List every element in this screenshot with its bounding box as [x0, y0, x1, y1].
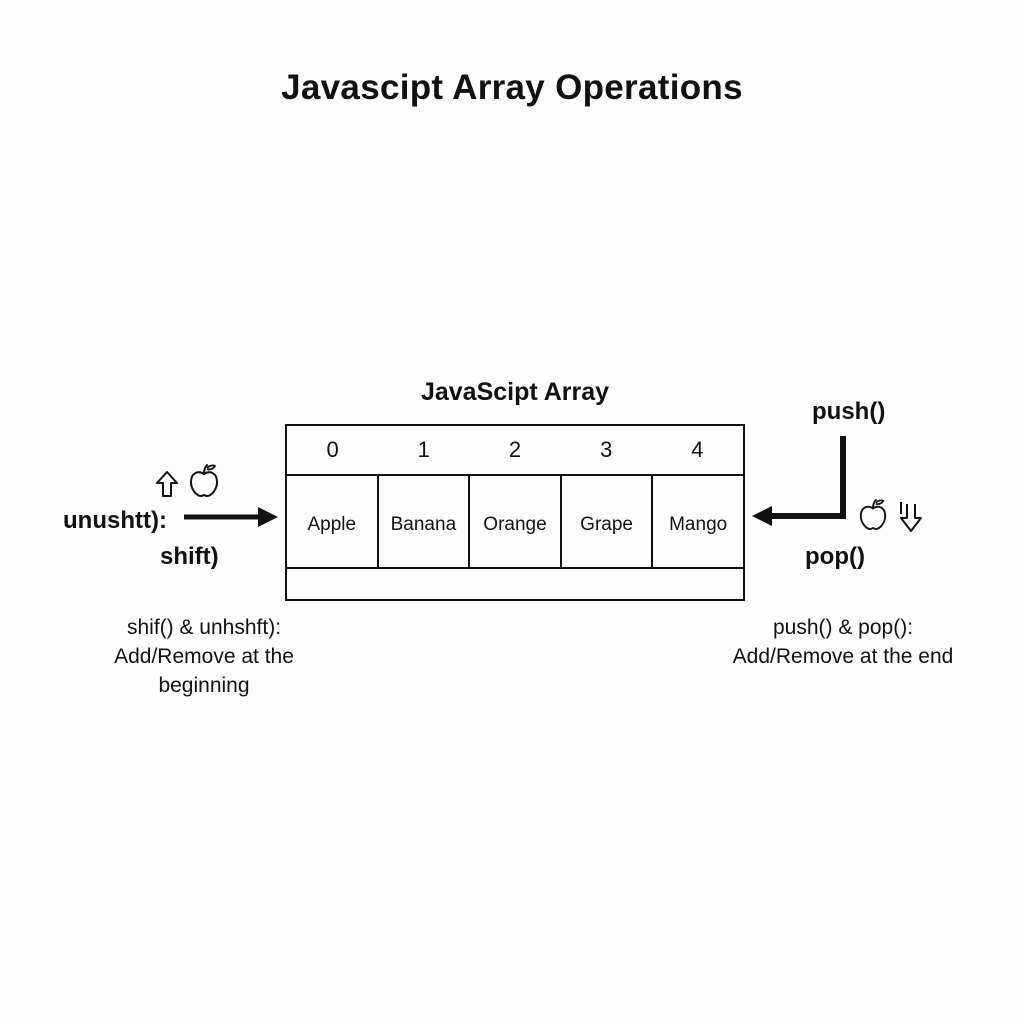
value-cell: Grape	[562, 476, 654, 567]
index-row: 0 1 2 3 4	[287, 426, 743, 476]
value-cell: Orange	[470, 476, 562, 567]
arrow-up-icon	[156, 471, 178, 497]
pop-label: pop()	[805, 543, 865, 570]
value-row: Apple Banana Orange Grape Mango	[287, 476, 743, 569]
index-cell: 4	[691, 437, 704, 462]
value-cell: Banana	[379, 476, 471, 567]
apple-icon	[189, 464, 219, 498]
left-caption: shif() & unhshft): Add/Remove at the beg…	[48, 613, 360, 700]
value-cell: Apple	[287, 476, 379, 567]
index-cell: 2	[508, 437, 522, 462]
page-title: Javascipt Array Operations	[281, 68, 743, 107]
index-cell: 3	[600, 437, 613, 462]
index-cell: 0	[326, 437, 339, 462]
right-caption-line: push() & pop():	[772, 616, 914, 639]
array-title: JavaScipt Array	[420, 378, 610, 406]
right-caption: push() & pop(): Add/Remove at the end	[700, 613, 986, 671]
left-caption-line: beginning	[158, 674, 250, 697]
right-caption-line: Add/Remove at the end	[732, 645, 954, 668]
push-label: push()	[812, 398, 886, 425]
array-table: 0 1 2 3 4 Apple Banana Orange Grape Mang…	[285, 424, 745, 601]
arrow-left-icon	[752, 436, 846, 526]
unshift-label: unushtt):	[63, 507, 167, 534]
empty-row	[287, 569, 743, 598]
arrow-down-icon	[900, 502, 922, 532]
shift-label: shift)	[160, 543, 219, 570]
apple-icon	[859, 499, 887, 530]
left-caption-line: shif() & unhshft):	[126, 616, 282, 639]
left-caption-line: Add/Remove at the	[114, 645, 294, 668]
value-cell: Mango	[669, 513, 728, 535]
arrow-right-icon	[184, 507, 278, 527]
index-cell: 1	[417, 437, 430, 462]
